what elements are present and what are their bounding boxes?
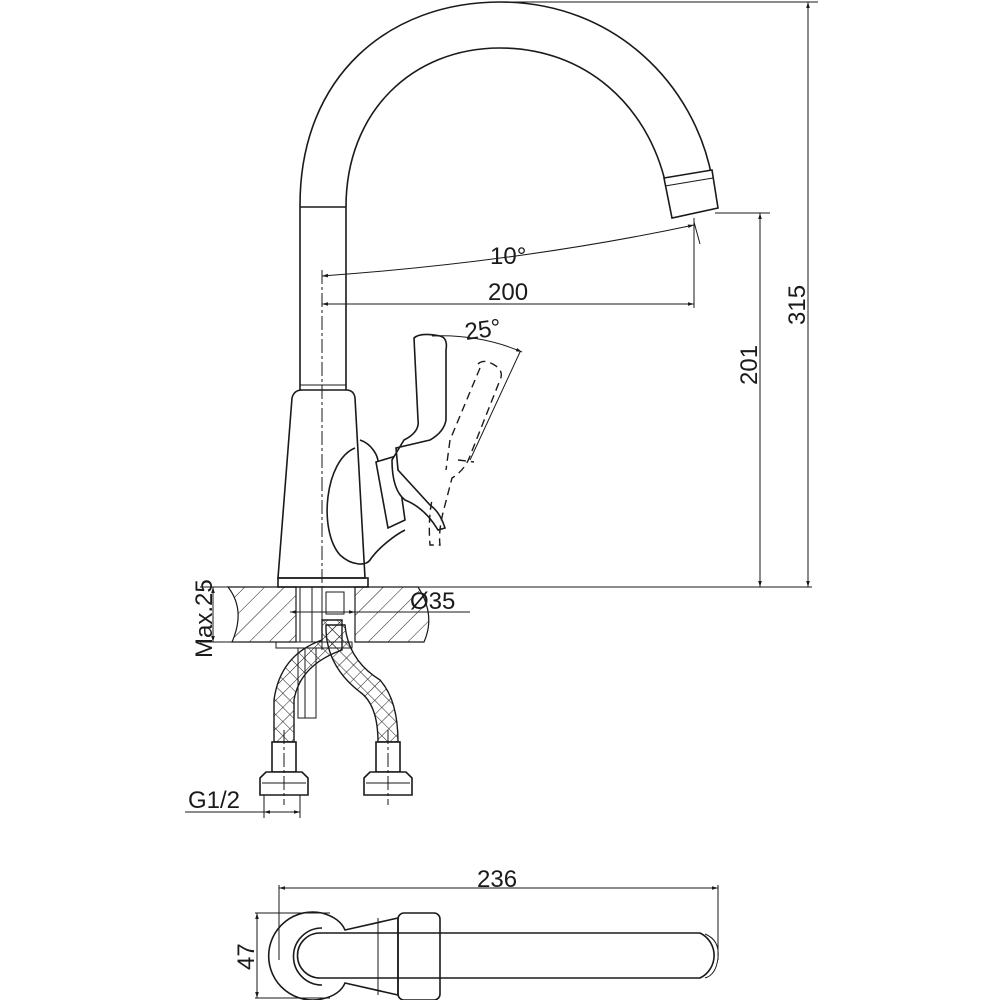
- angle-label: 10°: [490, 243, 526, 270]
- aerator: [663, 169, 719, 219]
- dim-spout-reach: 200: [322, 279, 694, 306]
- thread-label: G1/2: [188, 787, 240, 814]
- dim-spout-angle: 10°: [321, 218, 701, 308]
- top-width-label: 47: [233, 943, 260, 970]
- spout: [299, 1, 719, 390]
- hole-diameter-label: Ø35: [410, 588, 455, 615]
- top-length-label: 236: [477, 866, 517, 893]
- countertop-section: Ø35 Max.25: [191, 579, 812, 719]
- dim-spout-height: 201: [715, 212, 770, 587]
- lever-angle-label: 25°: [463, 314, 503, 346]
- top-view: 236 47: [233, 866, 719, 1000]
- faucet-body: [277, 333, 523, 588]
- dim-total-height: 315: [500, 1, 818, 587]
- spout-height-label: 201: [736, 345, 763, 385]
- flexible-hoses: G1/2: [185, 619, 413, 818]
- reach-label: 200: [488, 279, 528, 306]
- max-thickness-label: Max.25: [191, 579, 218, 658]
- total-height-label: 315: [784, 285, 811, 325]
